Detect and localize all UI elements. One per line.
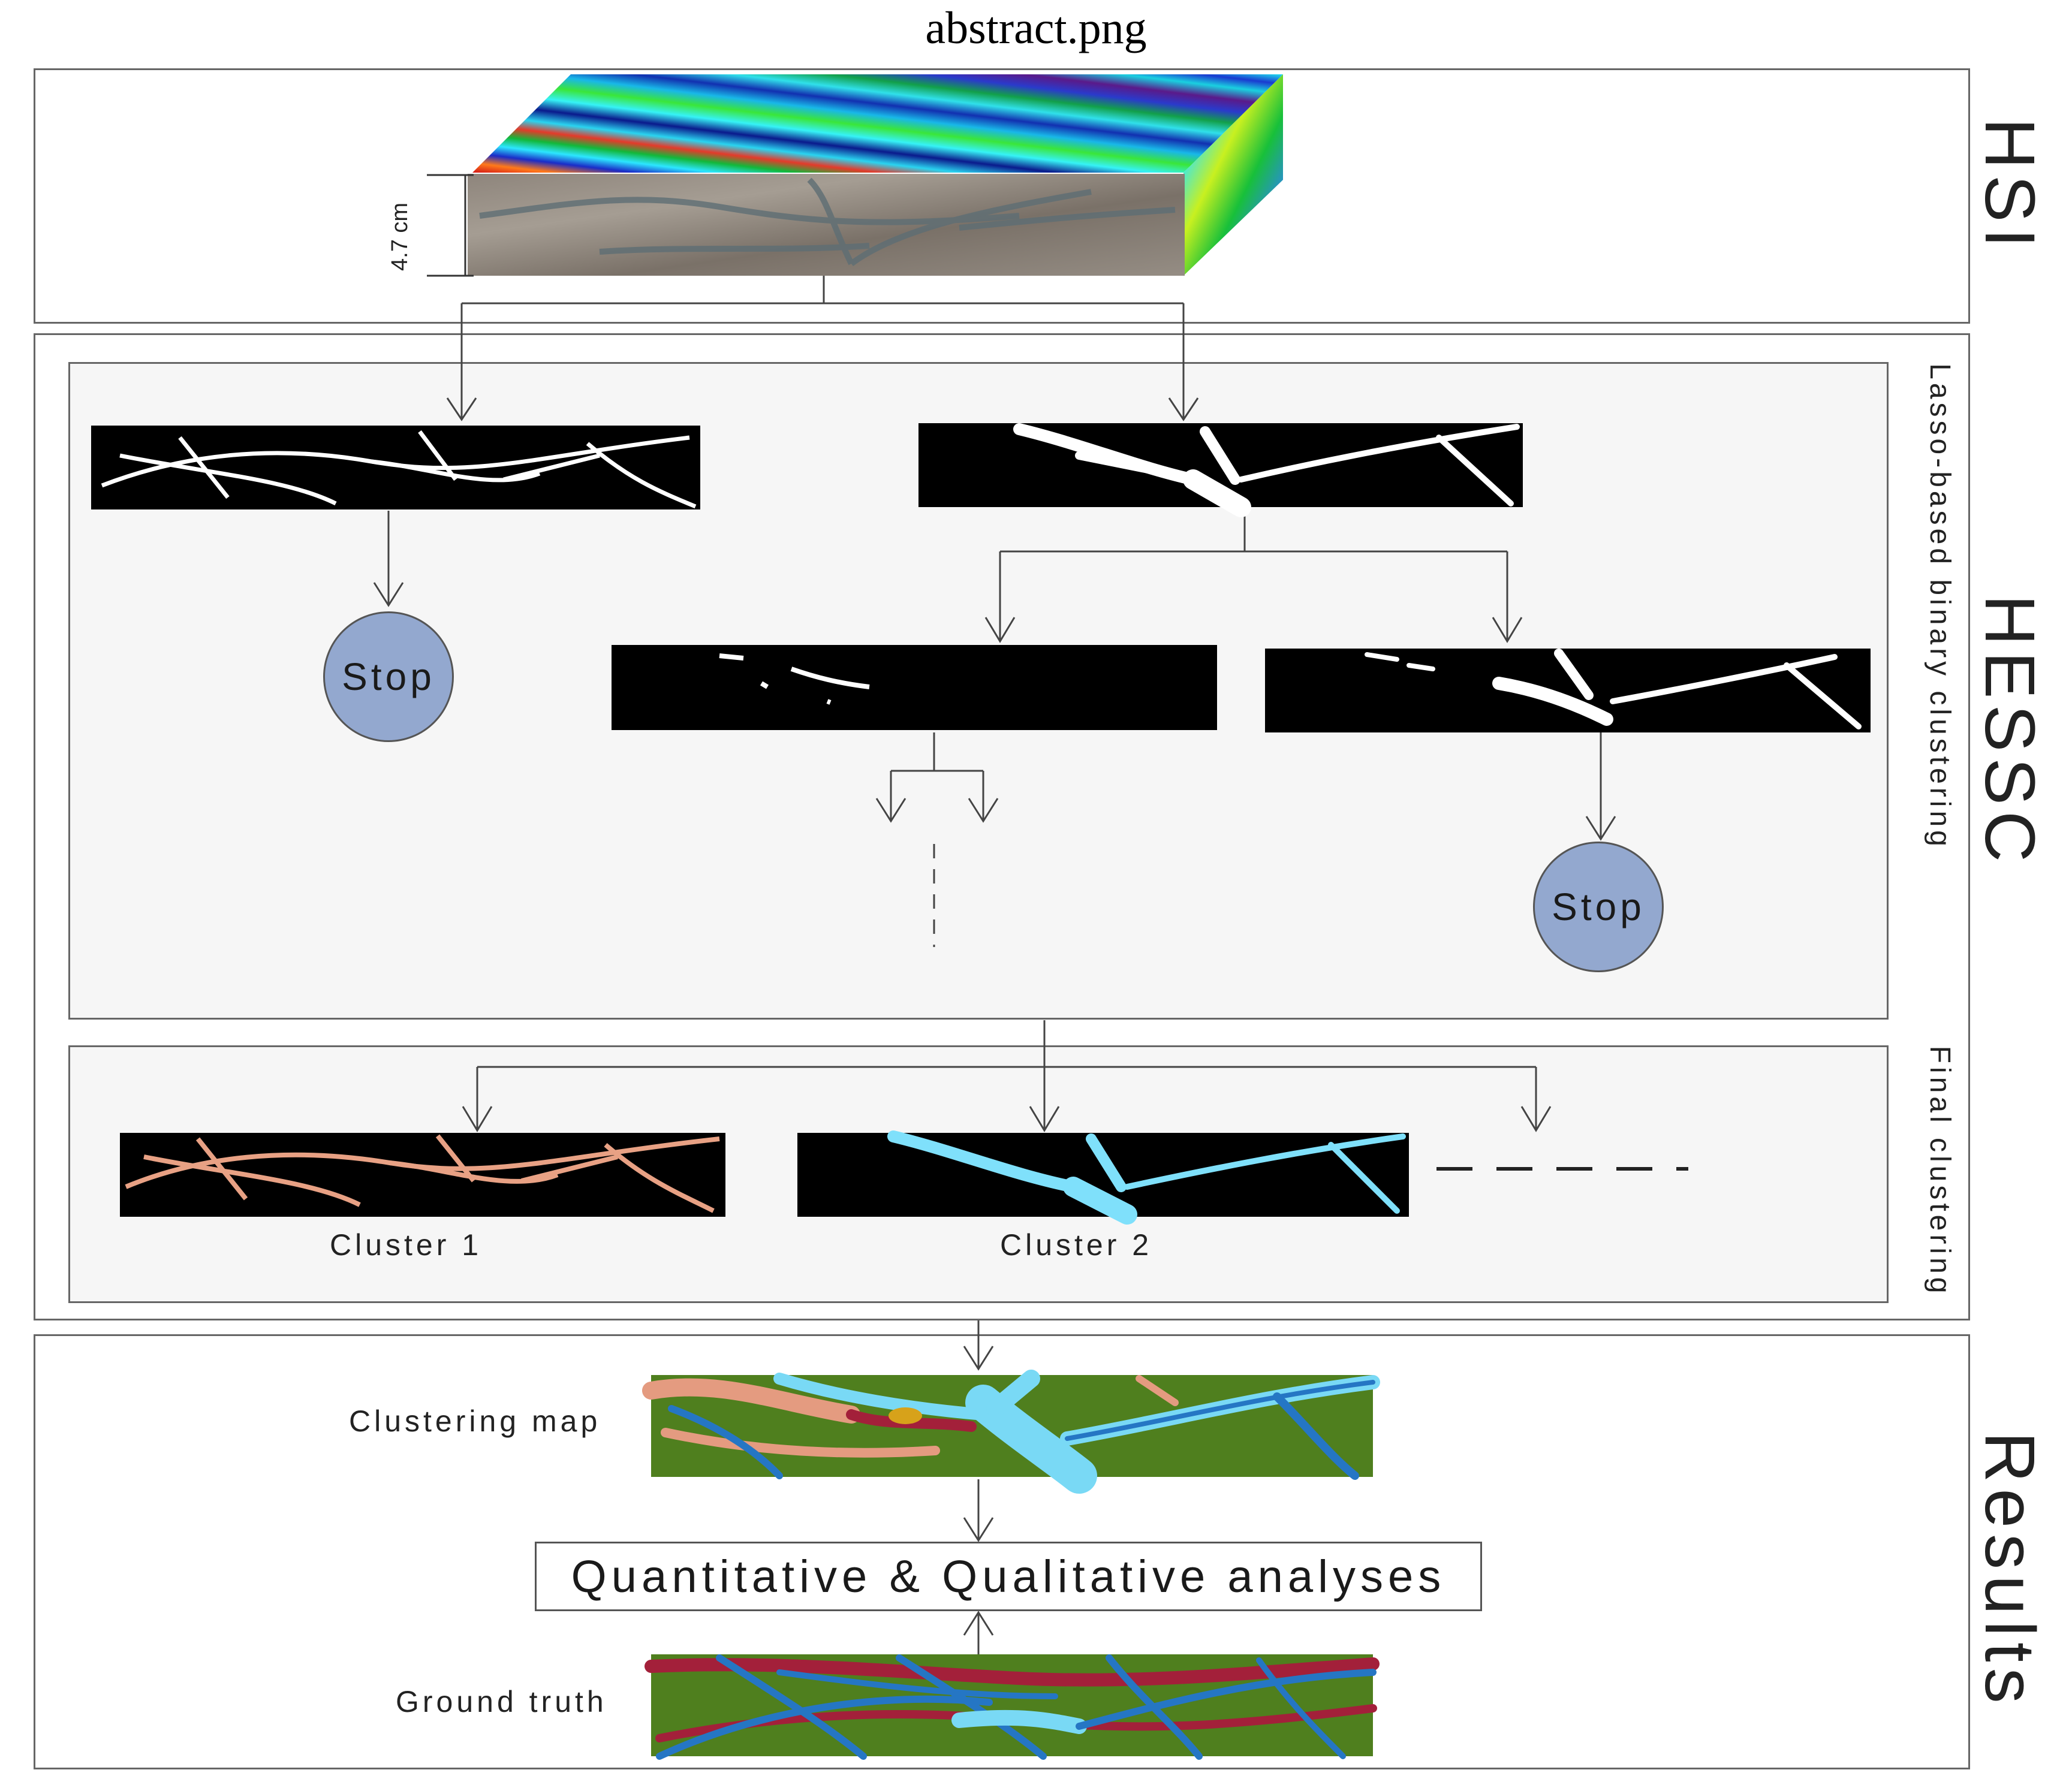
binary-image-right bbox=[918, 423, 1523, 517]
clustering-map-image bbox=[642, 1370, 1380, 1494]
final-cluster-2-image bbox=[797, 1130, 1409, 1225]
hsi-cube-side bbox=[1183, 74, 1283, 276]
clustering-map-label: Clustering map bbox=[349, 1404, 601, 1438]
hsi-cube-top bbox=[472, 74, 1283, 173]
flow-connectors bbox=[373, 276, 1616, 1654]
cluster-2-label: Cluster 2 bbox=[1000, 1228, 1153, 1262]
final-cluster-1-image bbox=[120, 1133, 725, 1217]
binary-image-sub-right bbox=[1265, 649, 1871, 732]
hsi-rock-veins bbox=[479, 177, 1176, 267]
stop-node-right: Stop bbox=[1533, 842, 1664, 972]
hsi-scale-label: 4.7 cm bbox=[387, 202, 412, 271]
binary-image-left bbox=[91, 426, 700, 509]
hsi-scale-bar bbox=[427, 174, 474, 277]
hsi-cube-front-rock bbox=[468, 174, 1185, 276]
binary-image-sub-left bbox=[612, 645, 1217, 730]
stop-node-left: Stop bbox=[323, 611, 454, 742]
cluster-1-label: Cluster 1 bbox=[330, 1228, 483, 1262]
analyses-box: Quantitative & Qualitative analyses bbox=[535, 1542, 1482, 1611]
file-title: abstract.png bbox=[925, 3, 1147, 53]
ground-truth-image bbox=[645, 1654, 1380, 1760]
ground-truth-label: Ground truth bbox=[396, 1685, 607, 1718]
